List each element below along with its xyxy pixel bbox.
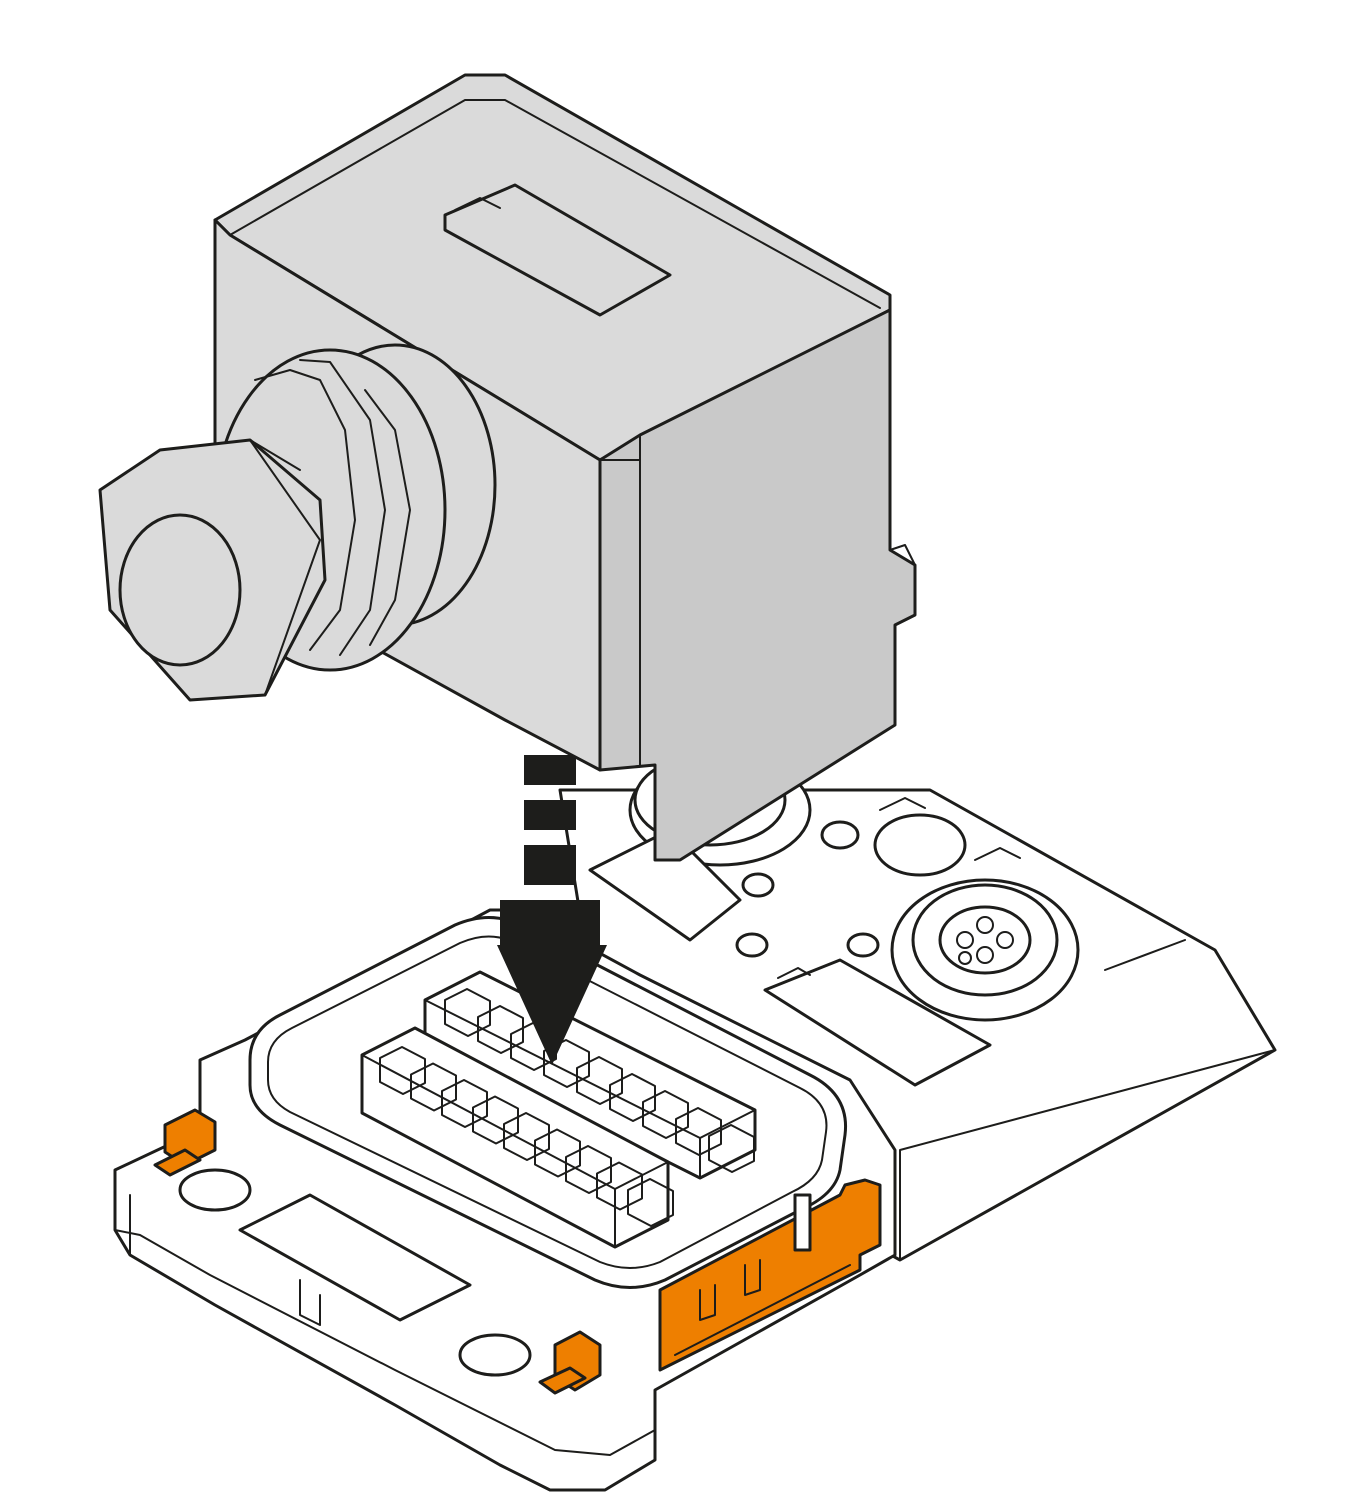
rear-module-label-plates xyxy=(763,797,1021,1087)
orange-rail-clip xyxy=(658,1178,882,1372)
terminal-slot xyxy=(444,988,491,1037)
terminal-slot xyxy=(627,1178,674,1227)
terminal-slot xyxy=(642,1090,689,1139)
orange-latch-right xyxy=(538,1330,602,1395)
terminal-slots-front xyxy=(379,1046,674,1227)
terminal-slot xyxy=(477,1005,524,1054)
terminal-slot xyxy=(708,1124,755,1173)
terminal-slot xyxy=(472,1095,519,1145)
terminal-slot xyxy=(534,1128,581,1178)
terminal-slot xyxy=(441,1079,488,1128)
m12-socket-icon xyxy=(890,878,1080,1022)
terminal-slot xyxy=(503,1112,550,1161)
terminal-slot xyxy=(596,1161,643,1211)
cable-gland-icon xyxy=(98,343,497,702)
terminal-slot xyxy=(565,1145,612,1194)
terminal-slot xyxy=(675,1107,722,1156)
orange-latch-left xyxy=(153,1108,217,1177)
terminal-slot xyxy=(543,1039,590,1088)
terminal-slot xyxy=(379,1046,426,1095)
rear-module-holes xyxy=(735,813,967,958)
connector-hood-icon xyxy=(213,73,917,862)
down-arrow-icon xyxy=(497,755,607,1065)
terminal-slot xyxy=(410,1062,457,1112)
terminal-slot xyxy=(576,1056,623,1105)
terminal-slot xyxy=(609,1073,656,1122)
